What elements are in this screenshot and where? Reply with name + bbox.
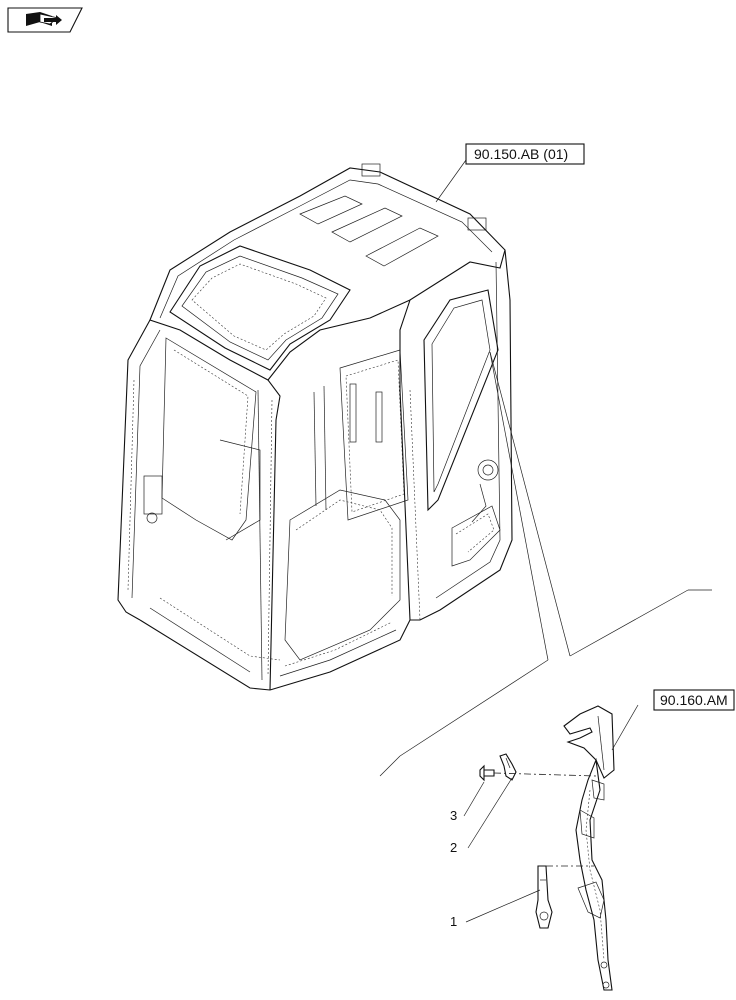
reference-cab-label: 90.150.AB (01) bbox=[474, 146, 568, 162]
reference-trim-label: 90.160.AM bbox=[660, 692, 728, 708]
part-clip bbox=[499, 753, 517, 781]
callout-3[interactable]: 3 bbox=[450, 781, 485, 823]
reference-trim[interactable]: 90.160.AM bbox=[611, 689, 735, 751]
trim-panel bbox=[563, 705, 615, 991]
callout-1-number: 1 bbox=[450, 914, 457, 929]
reference-cab[interactable]: 90.150.AB (01) bbox=[435, 143, 585, 203]
nav-button[interactable] bbox=[7, 7, 83, 33]
callout-2-number: 2 bbox=[450, 840, 457, 855]
callout-2[interactable]: 2 bbox=[450, 777, 513, 855]
detail-leaders bbox=[379, 351, 712, 777]
callout-1[interactable]: 1 bbox=[450, 889, 541, 929]
book-arrow-icon bbox=[26, 12, 62, 26]
cab-assembly bbox=[117, 163, 513, 691]
part-handle bbox=[535, 865, 553, 929]
callout-3-number: 3 bbox=[450, 808, 457, 823]
assembly-axes bbox=[493, 772, 597, 867]
part-screw bbox=[479, 764, 495, 782]
